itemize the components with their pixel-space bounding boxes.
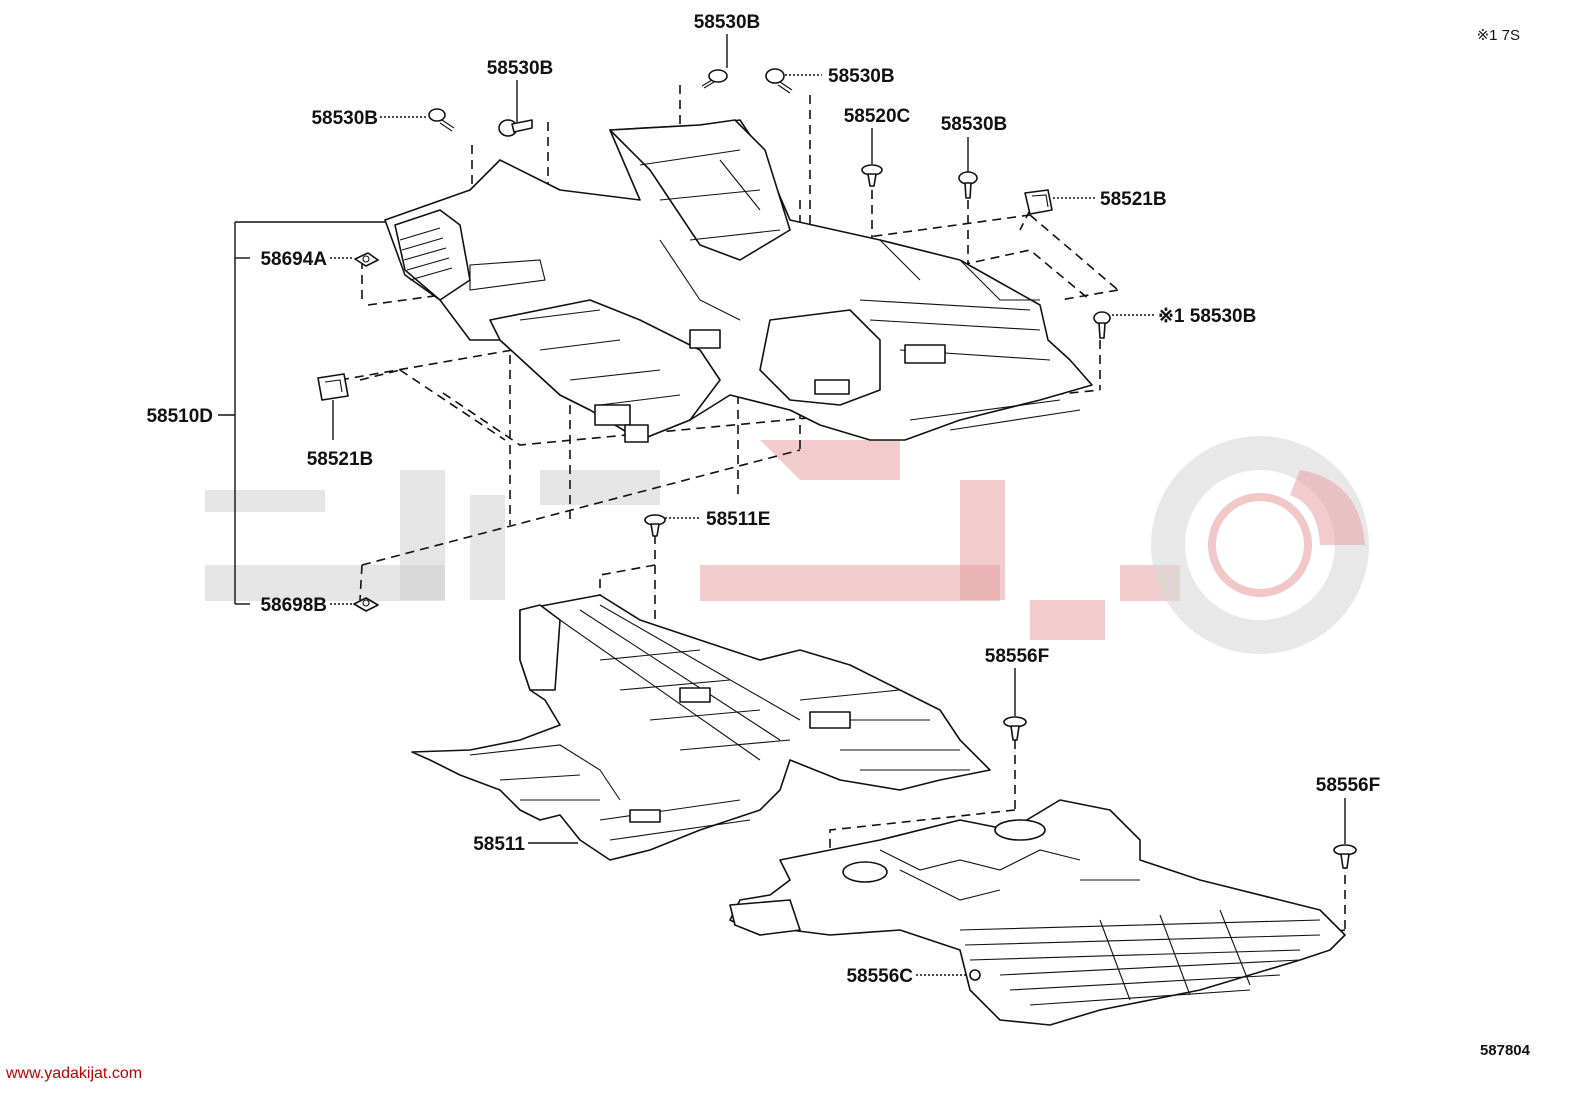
label-bolt-right: 58530B — [941, 114, 1008, 135]
floor-silencer-rear — [729, 799, 1346, 1026]
retainer-icon[interactable] — [1024, 189, 1053, 215]
label-mat-assembly: 58510D — [146, 406, 213, 427]
label-retainer-left: 58521B — [307, 449, 374, 470]
leader-lines — [218, 34, 1346, 976]
pin-clip-icon[interactable] — [498, 119, 533, 137]
label-bolt-left-upper: 58530B — [487, 58, 554, 79]
label-silencer-rear: 58556C — [846, 966, 913, 987]
bolt-icon[interactable] — [958, 171, 978, 199]
watermark-url: www.yadakijat.com — [5, 1065, 142, 1082]
label-silencer-front: 58511 — [473, 834, 525, 855]
label-nut-58698b: 58698B — [260, 595, 327, 616]
bolt-icon[interactable] — [428, 108, 455, 132]
floor-carpet-upper — [384, 119, 1093, 443]
label-clip-58556f-upper: 58556F — [985, 646, 1049, 667]
watermark-logo — [205, 436, 1369, 654]
label-clip-58520c: 58520C — [844, 106, 911, 127]
bolt-icon[interactable] — [765, 68, 793, 94]
push-clip-icon[interactable] — [1333, 844, 1357, 869]
label-bolt-note1: ※1 58530B — [1158, 306, 1256, 327]
bolt-icon[interactable] — [1093, 311, 1111, 339]
label-bolt-top-center: 58530B — [694, 12, 761, 33]
fasteners — [317, 68, 1357, 981]
label-bolt-top-right: 58530B — [828, 66, 895, 87]
bolt-icon[interactable] — [701, 69, 728, 89]
nut-icon[interactable] — [354, 252, 379, 267]
label-clip-58556f-lower: 58556F — [1316, 775, 1380, 796]
clip-hole-icon — [969, 969, 981, 981]
part-labels: 58530B 58530B 58530B 58530B 58520C 58530… — [146, 12, 1380, 987]
floor-silencer-front — [411, 594, 991, 861]
label-retainer-right: 58521B — [1100, 189, 1167, 210]
label-clip-58511e: 58511E — [706, 509, 770, 530]
label-bolt-left: 58530B — [311, 108, 378, 129]
label-nut-58694a: 58694A — [260, 249, 327, 270]
header-code: ※1 7S — [1477, 27, 1520, 44]
push-clip-icon[interactable] — [1003, 716, 1027, 741]
nut-icon[interactable] — [353, 597, 379, 612]
push-clip-icon[interactable] — [861, 164, 883, 187]
retainer-icon[interactable] — [317, 373, 349, 401]
push-clip-icon[interactable] — [644, 514, 666, 537]
diagram-number: 587804 — [1480, 1042, 1531, 1059]
